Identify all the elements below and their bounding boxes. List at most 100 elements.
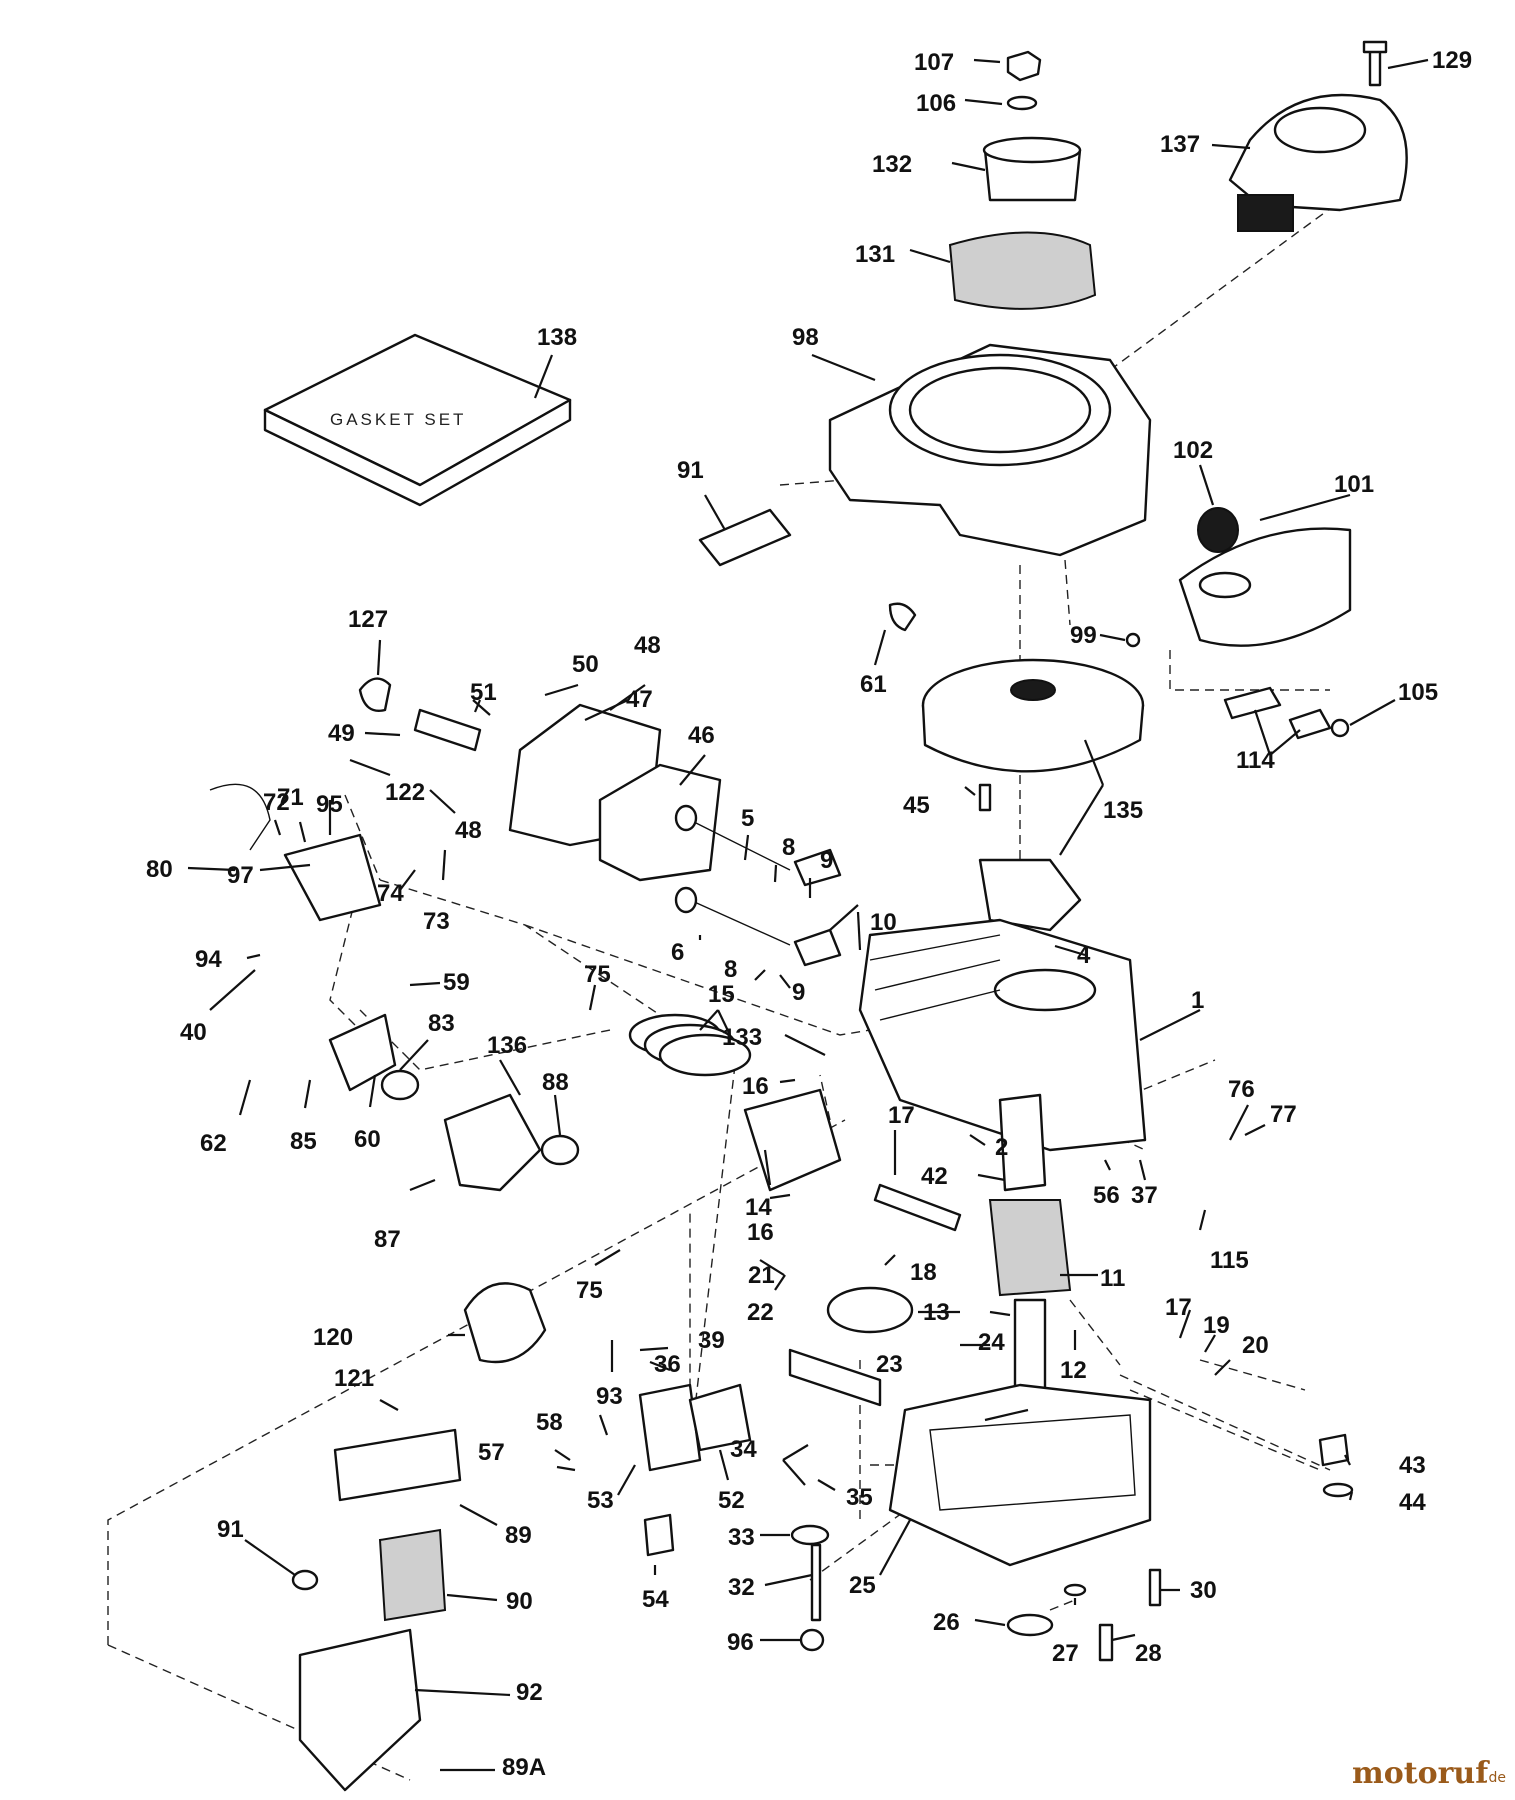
part-label: 10 xyxy=(870,909,897,936)
part-label: 115 xyxy=(1210,1247,1249,1274)
part-label: 17 xyxy=(888,1102,915,1129)
part-label: 27 xyxy=(1052,1640,1079,1667)
part-label: 30 xyxy=(1190,1577,1217,1604)
part-label: 52 xyxy=(718,1487,745,1514)
part-label: 133 xyxy=(722,1024,762,1051)
part-label: 80 xyxy=(146,856,173,883)
part-label: 101 xyxy=(1334,471,1374,498)
part-label: 33 xyxy=(728,1524,755,1551)
part-label: 12 xyxy=(1060,1357,1087,1384)
part-number-labels: 107 106 132 131 129 137 138 98 91 102 10… xyxy=(146,47,1472,1781)
part-label: 16 xyxy=(747,1219,774,1246)
part-label: 59 xyxy=(443,969,470,996)
part-label: 6 xyxy=(671,939,684,966)
part-label: 26 xyxy=(933,1609,960,1636)
part-label: 75 xyxy=(576,1277,603,1304)
part-label: 35 xyxy=(846,1484,873,1511)
part-label: 8 xyxy=(724,956,737,983)
part-label: 48 xyxy=(634,632,661,659)
part-label: 4 xyxy=(1077,942,1091,969)
part-label: 20 xyxy=(1242,1332,1269,1359)
watermark-suffix: .de xyxy=(1484,1770,1506,1786)
part-label: 88 xyxy=(542,1069,569,1096)
part-label: 92 xyxy=(516,1679,543,1706)
part-label: 9 xyxy=(820,847,833,874)
part-label: 25 xyxy=(849,1572,876,1599)
part-label: 137 xyxy=(1160,131,1200,158)
part-label: 89 xyxy=(505,1522,532,1549)
part-label: 11 xyxy=(1100,1265,1125,1292)
part-label: 75 xyxy=(584,961,611,988)
part-label: 94 xyxy=(195,946,222,973)
part-label: 9 xyxy=(792,979,805,1006)
part-label: 61 xyxy=(860,671,887,698)
gasket-set-text: GASKET SET xyxy=(330,410,466,429)
part-label: 132 xyxy=(872,151,912,178)
part-label: 99 xyxy=(1070,622,1097,649)
part-label: 2 xyxy=(995,1134,1008,1161)
part-label: 21 xyxy=(748,1262,775,1289)
part-label: 45 xyxy=(903,792,930,819)
part-label: 34 xyxy=(730,1436,757,1463)
part-label: 98 xyxy=(792,324,819,351)
part-label: 42 xyxy=(921,1163,948,1190)
part-label: 102 xyxy=(1173,437,1213,464)
part-label: 22 xyxy=(747,1299,774,1326)
part-label: 19 xyxy=(1203,1312,1230,1339)
part-label: 18 xyxy=(910,1259,937,1286)
part-label: 127 xyxy=(348,606,388,633)
part-label: 136 xyxy=(487,1032,527,1059)
part-label: 138 xyxy=(537,324,577,351)
part-label: 48 xyxy=(455,817,482,844)
leader-lines xyxy=(187,58,1429,1772)
part-label: 37 xyxy=(1131,1182,1158,1209)
part-label: 121 xyxy=(334,1365,374,1392)
part-label: 90 xyxy=(506,1588,533,1615)
part-label: 85 xyxy=(290,1128,317,1155)
part-label: 96 xyxy=(727,1629,754,1656)
part-label: 51 xyxy=(470,679,497,706)
part-label: 76 xyxy=(1228,1076,1255,1103)
part-label: 53 xyxy=(587,1487,614,1514)
part-label: 23 xyxy=(876,1351,903,1378)
part-label: 39 xyxy=(698,1327,725,1354)
part-label: 91 xyxy=(677,457,704,484)
part-label: 14 xyxy=(745,1194,772,1221)
part-label: 54 xyxy=(642,1586,669,1613)
part-label: 62 xyxy=(200,1130,227,1157)
part-label: 122 xyxy=(385,779,425,806)
part-label: 32 xyxy=(728,1574,755,1601)
motoruf-watermark: motoruf .de xyxy=(1352,1756,1506,1791)
watermark-text: motoruf xyxy=(1352,1756,1490,1791)
part-label: 46 xyxy=(688,722,715,749)
part-label: 120 xyxy=(313,1324,353,1351)
part-label: 97 xyxy=(227,862,254,889)
part-label: 107 xyxy=(914,49,954,76)
part-label: 91 xyxy=(217,1516,244,1543)
part-label: 49 xyxy=(328,720,355,747)
part-label: 1 xyxy=(1191,987,1204,1014)
part-label: 74 xyxy=(377,880,404,907)
part-label: 105 xyxy=(1398,679,1438,706)
part-label: 50 xyxy=(572,651,599,678)
part-label: 16 xyxy=(742,1073,769,1100)
part-label: 28 xyxy=(1135,1640,1162,1667)
part-label: 95 xyxy=(316,791,343,818)
part-label: 56 xyxy=(1093,1182,1120,1209)
part-label: 47 xyxy=(626,686,653,713)
part-label: 77 xyxy=(1270,1101,1297,1128)
part-label: 71 xyxy=(277,784,304,811)
part-label: 8 xyxy=(782,834,795,861)
part-label: 93 xyxy=(596,1383,623,1410)
part-label: 36 xyxy=(654,1351,681,1378)
part-label: 40 xyxy=(180,1019,207,1046)
part-label: 58 xyxy=(536,1409,563,1436)
part-label: 24 xyxy=(978,1329,1005,1356)
part-drawings: GASKET SET xyxy=(209,40,1408,1792)
part-label: 106 xyxy=(916,90,956,117)
part-label: 15 xyxy=(708,981,735,1008)
part-label: 44 xyxy=(1399,1489,1426,1516)
part-label: 135 xyxy=(1103,797,1143,824)
part-label: 72 xyxy=(263,789,290,816)
